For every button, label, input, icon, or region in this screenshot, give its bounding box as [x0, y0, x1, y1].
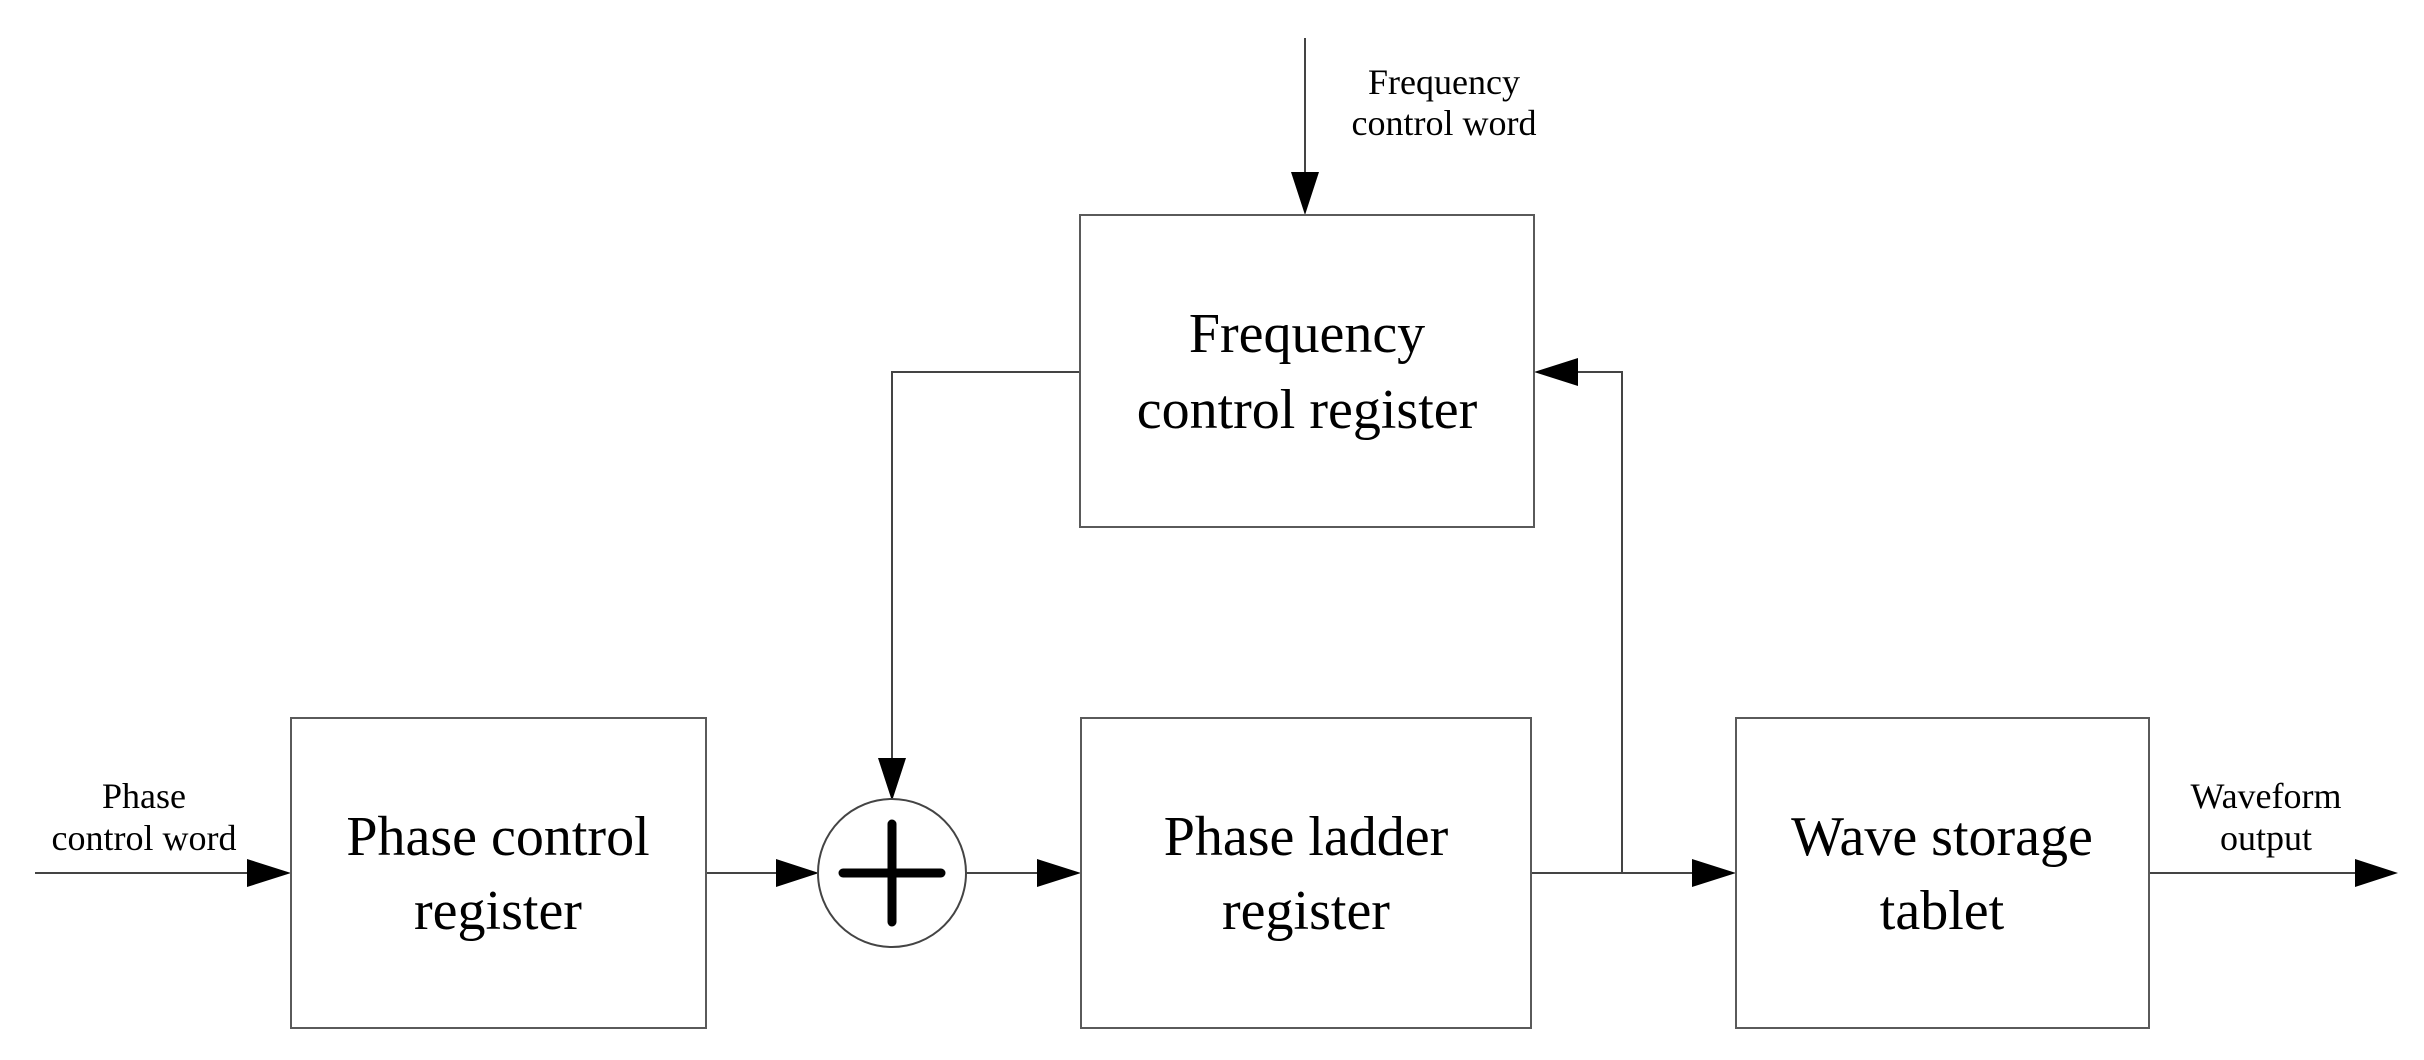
frequency-control-register-label-line1: Frequency: [1189, 303, 1425, 365]
phase-ladder-register-label-line1: Phase ladder: [1164, 806, 1449, 868]
phase-ladder-register-label-line2: register: [1222, 880, 1390, 942]
waveform-output-label: Waveform output: [2190, 776, 2341, 858]
phase-ladder-register-block: Phase ladder register: [1080, 717, 1532, 1029]
phase-control-register-label-line2: register: [414, 880, 582, 942]
wire-feedback-to-frequency: [1574, 371, 1623, 873]
adder: [817, 798, 967, 948]
phase-control-register-block: Phase control register: [290, 717, 707, 1029]
phase-control-register-label-line1: Phase control: [346, 806, 649, 868]
phase-control-word-label: Phase control word: [52, 776, 237, 858]
wire-frequency-to-adder: [891, 371, 1080, 760]
arrowhead-phase-control-input: [247, 859, 291, 887]
frequency-control-word-label: Frequency control word: [1352, 62, 1537, 143]
frequency-control-register-label-line2: control register: [1137, 379, 1478, 441]
frequency-control-register-block: Frequency control register: [1079, 214, 1535, 528]
arrowhead-adder-top-input: [878, 758, 906, 801]
arrowhead-waveform-output: [2355, 859, 2398, 887]
wave-storage-tablet-label-line2: tablet: [1880, 880, 2005, 942]
frequency-control-word-line1: Frequency: [1368, 62, 1520, 102]
arrowhead-wave-storage-input: [1692, 859, 1736, 887]
arrowhead-adder-left-input: [776, 859, 819, 887]
arrowhead-frequency-register-feedback: [1534, 358, 1578, 386]
phase-control-word-line1: Phase: [102, 776, 186, 816]
arrowhead-frequency-register-input: [1291, 172, 1319, 215]
waveform-output-line2: output: [2220, 818, 2312, 858]
waveform-output-line1: Waveform: [2190, 776, 2341, 816]
plus-icon: [838, 819, 946, 927]
phase-control-word-line2: control word: [52, 818, 237, 858]
wave-storage-tablet-label-line1: Wave storage: [1791, 806, 2093, 868]
wave-storage-tablet-block: Wave storage tablet: [1735, 717, 2150, 1029]
frequency-control-word-line2: control word: [1352, 103, 1537, 143]
arrowhead-ladder-input: [1037, 859, 1081, 887]
